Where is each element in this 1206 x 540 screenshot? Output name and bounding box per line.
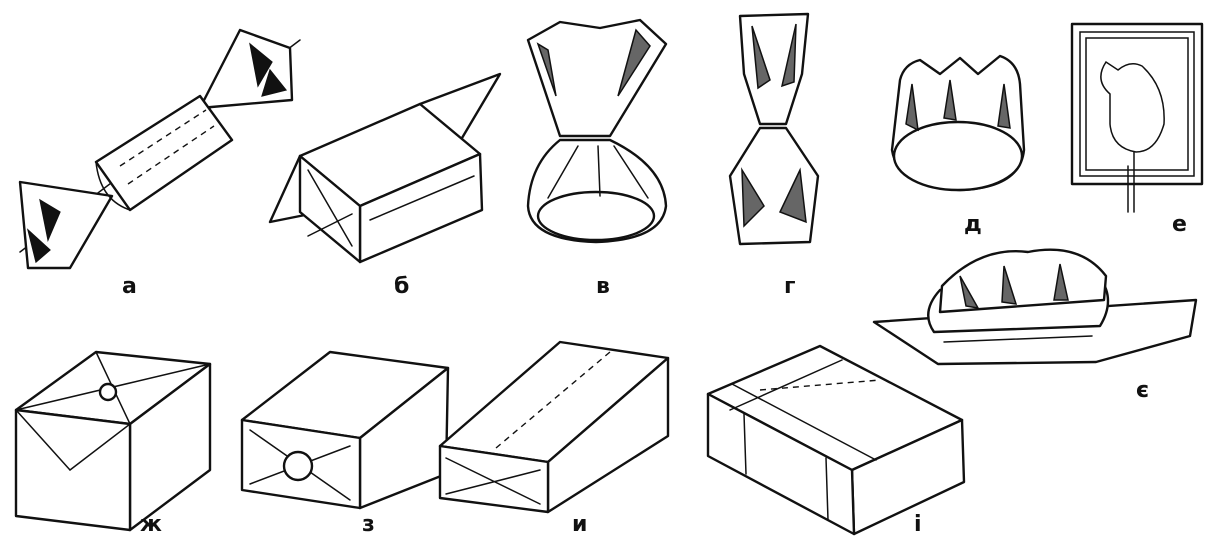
label-y: и bbox=[572, 514, 587, 536]
label-b: б bbox=[394, 276, 409, 298]
box-longitudinal-seam bbox=[440, 342, 668, 512]
tray-with-gathered-lid bbox=[874, 250, 1196, 364]
label-i: і bbox=[914, 514, 922, 536]
framed-rooster-picture bbox=[1072, 24, 1202, 212]
label-a: а bbox=[122, 276, 137, 298]
label-zh: ж bbox=[140, 514, 162, 536]
pouch-gathered-top bbox=[528, 20, 666, 242]
cylinder-cup-wrap bbox=[892, 56, 1024, 190]
label-ye: є bbox=[1136, 380, 1149, 402]
label-z: з bbox=[362, 514, 375, 536]
label-v: в bbox=[596, 276, 610, 298]
label-e: е bbox=[1172, 214, 1187, 236]
label-d: д bbox=[964, 214, 982, 236]
box-triangular-flaps bbox=[270, 74, 500, 262]
label-g: г bbox=[784, 276, 796, 298]
box-envelope-fold bbox=[16, 352, 210, 530]
twist-wrap-candy bbox=[20, 30, 300, 268]
double-twist-candy bbox=[730, 14, 818, 244]
box-end-bands bbox=[708, 346, 964, 534]
plain-box-end-fold bbox=[242, 352, 448, 508]
